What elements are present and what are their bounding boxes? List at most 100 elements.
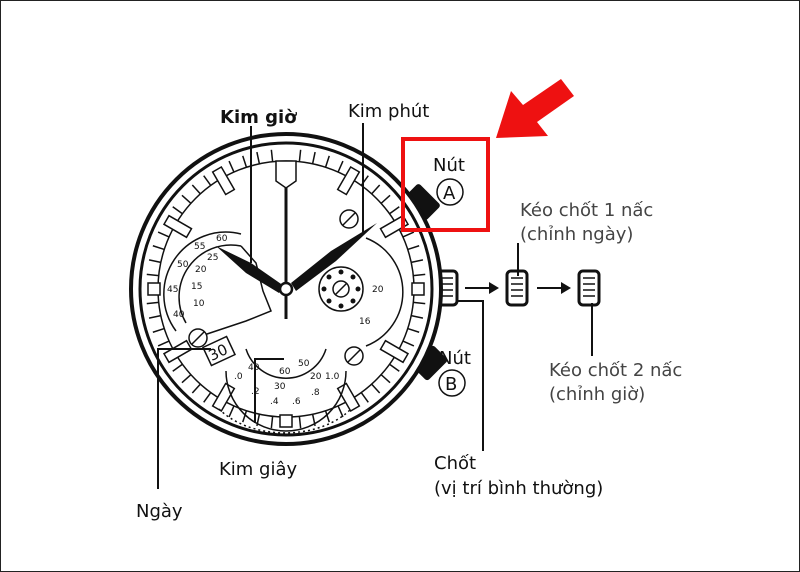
minute-tick [298, 149, 302, 162]
button-a-badge [436, 178, 464, 206]
minute-tick [228, 405, 235, 418]
label-button-a: Nút [433, 155, 465, 176]
minute-tick [242, 155, 248, 168]
arrow-1 [465, 282, 499, 294]
minute-tick [148, 259, 161, 264]
minute-tick [411, 259, 424, 264]
red-arrow-icon [496, 79, 574, 138]
minute-tick [256, 151, 261, 164]
button-a [404, 184, 440, 220]
hour-marker [336, 165, 361, 196]
dial-num: 20 [310, 372, 322, 382]
minute-tick [172, 363, 183, 372]
screws [188, 209, 364, 366]
dial-num: 1.0 [325, 372, 340, 382]
dial-num: 40 [173, 310, 185, 320]
minute-tick [146, 273, 159, 277]
minute-tick [242, 410, 248, 423]
minute-tick [203, 392, 212, 403]
dial-num: 15 [191, 282, 202, 292]
bezel [138, 141, 434, 437]
minute-tick [337, 405, 344, 418]
button-b-letter: B [445, 374, 457, 395]
minute-tick [389, 363, 400, 372]
hour-marker [411, 282, 425, 296]
left-subdial: 60 55 50 45 40 25 20 15 10 [163, 231, 272, 337]
button-b-badge [438, 369, 466, 397]
minute-tick [203, 175, 212, 186]
minute-tick [324, 410, 330, 423]
hour-marker [279, 414, 293, 428]
hand-pivot [278, 281, 294, 297]
minute-tick [157, 340, 170, 347]
crown-pull-2 [577, 269, 601, 307]
minute-tick [371, 184, 381, 195]
minute-tick [389, 206, 400, 215]
dial-num: 60 [279, 367, 291, 377]
minute-hand [291, 223, 377, 291]
minute-tick [380, 374, 391, 384]
dial-num: 50 [298, 359, 310, 369]
button-b [412, 345, 448, 381]
minute-tick [371, 383, 381, 394]
dial-num: 20 [195, 265, 207, 275]
minute-tick [157, 231, 170, 238]
dial-num: 60 [216, 234, 228, 244]
hour-marker [211, 165, 236, 196]
minute-tick [402, 340, 415, 347]
minute-tick [407, 327, 420, 333]
label-second-hand: Kim giây [219, 459, 298, 480]
minute-tick [298, 416, 302, 429]
minute-tick [413, 273, 426, 277]
label-minute-hand: Kim phút [348, 101, 429, 122]
label-pull-one: Kéo chốt 1 nấc [520, 200, 653, 221]
minute-tick [402, 231, 415, 238]
label-button-b: Nút [439, 348, 471, 369]
crown-pull-1 [505, 269, 529, 307]
hour-marker [147, 282, 161, 296]
minute-tick [172, 206, 183, 215]
minute-tick [146, 301, 159, 305]
hour-hand [216, 246, 284, 293]
minute-tick [181, 194, 192, 204]
dial-num: 30 [274, 382, 286, 392]
minute-tick [311, 151, 316, 164]
minute-tick [407, 245, 420, 251]
label-pull-one-note: (chỉnh ngày) [520, 224, 633, 245]
right-subdial: 20 16 [318, 237, 404, 347]
minute-tick [152, 327, 165, 333]
label-hour-hand: Kim giờ [220, 107, 297, 128]
hour-marker [162, 339, 193, 364]
label-date: Ngày [136, 501, 183, 522]
minute-tick [380, 194, 391, 204]
label-pull-two-note: (chỉnh giờ) [549, 384, 645, 405]
arrow-2 [537, 282, 571, 294]
label-crown-note: (vị trí bình thường) [434, 478, 603, 499]
dial-num: 55 [194, 242, 205, 252]
minute-tick [270, 416, 274, 429]
minute-tick [413, 301, 426, 305]
minute-tick [270, 149, 274, 162]
label-pull-two: Kéo chốt 2 nấc [549, 360, 682, 381]
dial-num: 40 [248, 363, 260, 373]
dial-num: 25 [207, 253, 218, 263]
dial-num: 10 [193, 299, 205, 309]
dial-num: .8 [311, 388, 320, 398]
leader-lines [157, 123, 593, 489]
dial-num: .0 [234, 372, 243, 382]
minute-tick [324, 155, 330, 168]
dial-num: 20 [372, 285, 384, 295]
dial-num: .6 [292, 397, 301, 407]
minute-tick [360, 392, 369, 403]
minute-tick [191, 383, 201, 394]
dial-num: 50 [177, 260, 189, 270]
minute-tick [228, 160, 235, 173]
minute-ticks [146, 149, 426, 429]
minute-tick [152, 245, 165, 251]
hour-marker [379, 339, 410, 364]
minute-tick [337, 160, 344, 173]
minute-tick [181, 374, 192, 384]
minute-tick [148, 314, 161, 319]
minute-tick [411, 314, 424, 319]
